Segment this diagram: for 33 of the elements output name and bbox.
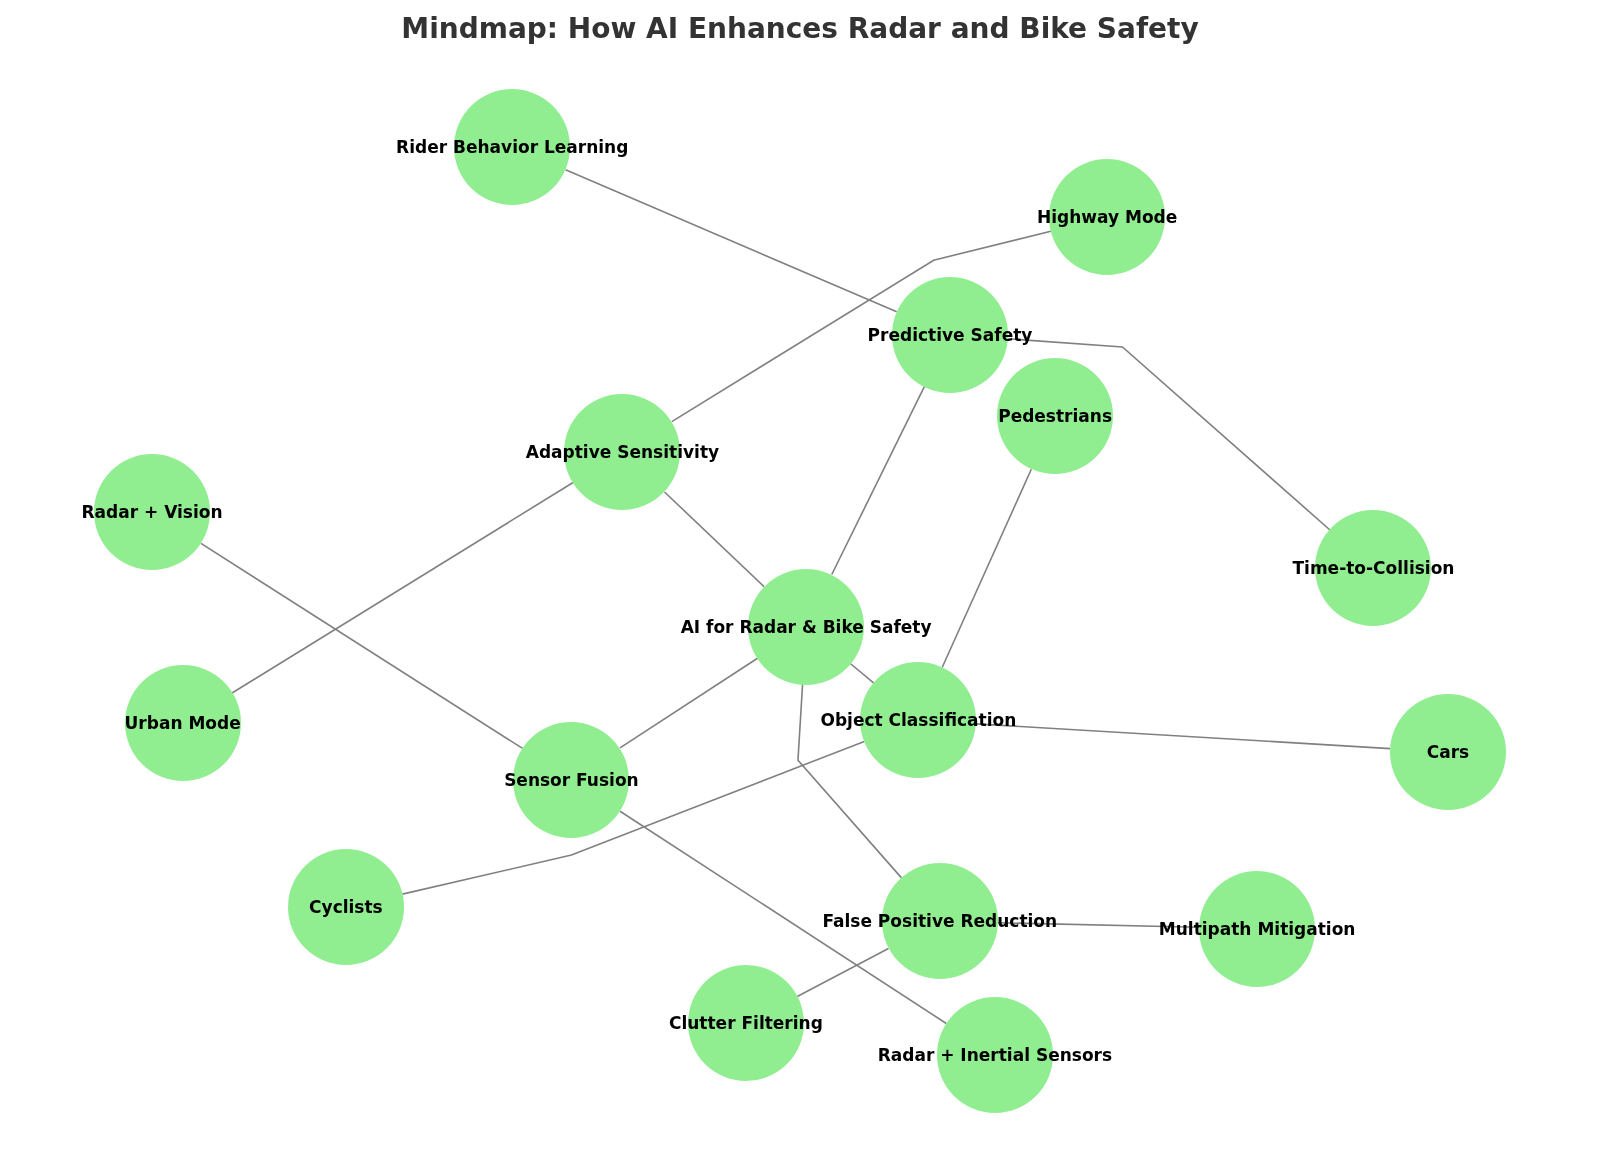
connector-line [231,481,574,694]
node-label: Adaptive Sensitivity [525,442,720,463]
node-label: Sensor Fusion [504,769,639,790]
connector-line [663,491,765,588]
connector-line [975,723,1391,750]
node-label: Radar + Vision [81,502,223,523]
node-label: Object Classification [820,710,1017,731]
node-label: Time-to-Collision [1292,558,1455,579]
node-label: Radar + Inertial Sensors [877,1045,1113,1066]
node-label: Cars [1426,742,1470,763]
node-label: Pedestrians [998,406,1112,427]
node-label: Highway Mode [1037,207,1178,228]
connector-line [941,468,1033,669]
node-label: Clutter Filtering [668,1013,823,1034]
connector-line [401,740,866,895]
node-label: Rider Behavior Learning [396,136,629,157]
connector-line [849,662,875,684]
connector-line [671,230,1052,423]
connector-line [619,657,759,749]
node-label: Cyclists [309,897,383,918]
node-label: False Positive Reduction [822,911,1058,932]
connector-line [619,810,948,1025]
node-label: Predictive Safety [867,324,1033,345]
connector-line [797,683,903,879]
title: Mindmap: How AI Enhances Radar and Bike Safety [401,12,1199,45]
node-label: Urban Mode [124,713,241,734]
node-label: AI for Radar & Bike Safety [680,616,932,637]
node-label: Multipath Mitigation [1158,918,1356,939]
connector-line [1007,338,1331,531]
connector-line [796,947,890,998]
connector-line [564,169,898,313]
connector-line [200,542,524,750]
connector-line [830,385,926,576]
